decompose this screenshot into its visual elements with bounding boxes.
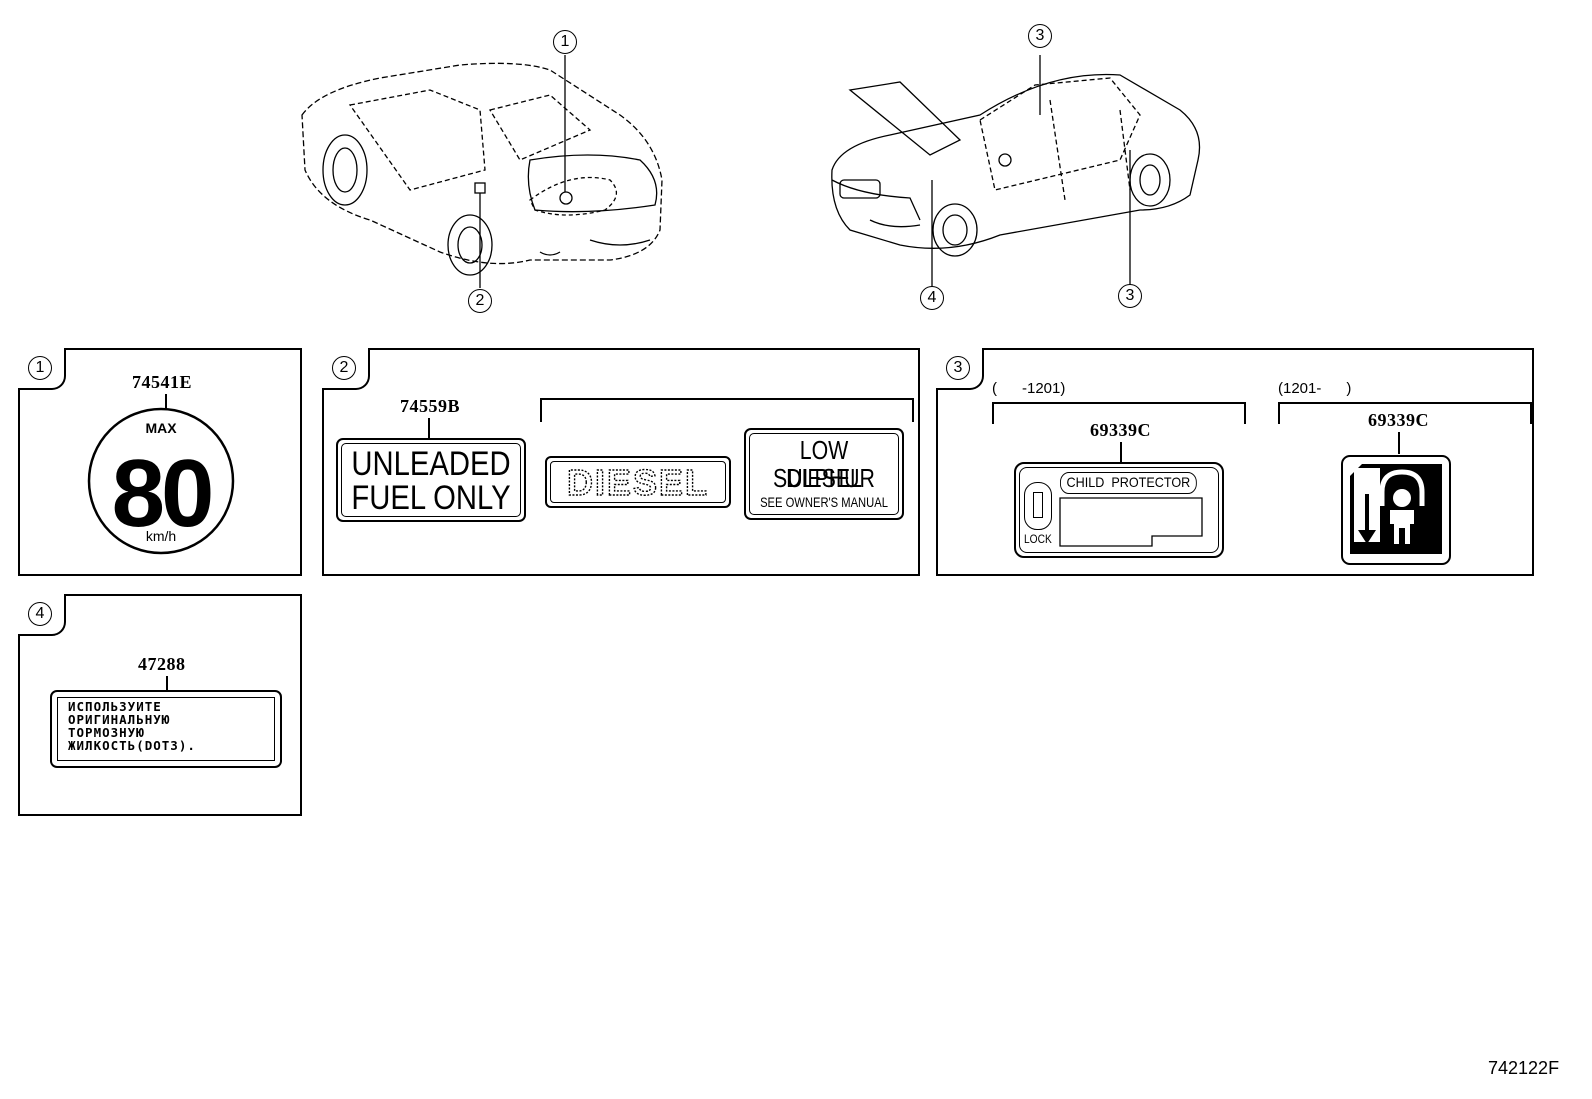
child-protector-blank-area — [1059, 497, 1203, 547]
callout-3-top: 3 — [1028, 24, 1052, 48]
rear-car-illustration — [301, 55, 663, 288]
low-sulphur-line-1: LOW SULPHUR — [773, 435, 875, 493]
panel-tab: 3 — [936, 348, 984, 390]
callout-3-bottom: 3 — [1118, 284, 1142, 308]
brake-fluid-line-4: ЖИЛКОСТЬ(DOT3). — [68, 738, 196, 753]
panel-index-1: 1 — [28, 356, 52, 380]
label-inner-border — [550, 461, 726, 503]
part-number-69339C-right: 69339C — [1368, 410, 1429, 430]
low-sulphur-line-2: DIESEL — [786, 463, 862, 493]
part-number-74559B: 74559B — [400, 396, 461, 416]
lock-switch-knob — [1033, 492, 1043, 518]
label-inner-border — [1019, 467, 1219, 553]
part-number-47288: 47288 — [138, 654, 186, 674]
label-inner-border — [57, 697, 275, 761]
figure-code: 742122F — [1488, 1058, 1560, 1078]
lock-text: LOCK — [1024, 532, 1052, 546]
leader-line — [428, 418, 430, 440]
panel-index-3: 3 — [946, 356, 970, 380]
panel-tab: 2 — [322, 348, 370, 390]
condition-after-1201: (1201- ) — [1278, 380, 1352, 397]
label-inner-border — [749, 433, 899, 515]
part-number-74541E: 74541E — [132, 372, 193, 392]
panel-tab: 4 — [18, 594, 66, 636]
svg-text:DIESEL: DIESEL — [567, 462, 709, 503]
leader-line — [1398, 432, 1400, 454]
callout-4: 4 — [920, 286, 944, 310]
callout-2: 2 — [468, 289, 492, 313]
variant-bracket — [540, 398, 914, 422]
diesel-outline-text: DIESEL — [566, 461, 709, 503]
lock-switch-slot — [1024, 482, 1052, 530]
panel-tab: 1 — [18, 348, 66, 390]
brake-fluid-line-3: ТОРМОЗНУЮ — [68, 725, 145, 740]
leader-line — [166, 676, 168, 692]
child-lock-pictogram-label — [1341, 455, 1451, 565]
speed-limit-label: MAX 80 km/h — [87, 407, 235, 555]
speed-label-max: MAX — [145, 420, 177, 436]
condition-before-1201: ( -1201) — [992, 380, 1066, 397]
brake-fluid-line-2: ОРИГИНАЛЬНУЮ — [68, 712, 171, 727]
panel-4: 4 47288 ИСПОЛЬЗУИТЕ ОРИГИНАЛЬНУЮ ТОРМОЗН… — [18, 594, 302, 816]
front-car-illustration — [831, 55, 1201, 288]
speed-label-unit: km/h — [146, 528, 176, 544]
panel-index-2: 2 — [332, 356, 356, 380]
variant-bracket-left — [992, 402, 1246, 424]
unleaded-line-2: FUEL ONLY — [351, 479, 511, 517]
panel-2: 2 74559B UNLEADED FUEL ONLY DIESEL LOW S… — [322, 348, 920, 576]
unleaded-line-1: UNLEADED — [351, 445, 511, 483]
callout-1: 1 — [553, 30, 577, 54]
low-sulphur-line-3: SEE OWNER'S MANUAL — [760, 494, 888, 510]
child-protector-title: CHILD PROTECTOR — [1060, 472, 1197, 494]
speed-label-value: 80 — [112, 440, 211, 547]
brake-fluid-line-1: ИСПОЛЬЗУИТЕ — [68, 699, 162, 714]
brake-fluid-label: ИСПОЛЬЗУИТЕ ОРИГИНАЛЬНУЮ ТОРМОЗНУЮ ЖИЛКО… — [50, 690, 282, 768]
panel-index-4: 4 — [28, 602, 52, 626]
panel-3: 3 ( -1201) 69339C CHILD PROTECTOR LOCK (… — [936, 348, 1534, 576]
diesel-label: DIESEL — [545, 456, 731, 508]
brake-fluid-text: ИСПОЛЬЗУИТЕ ОРИГИНАЛЬНУЮ ТОРМОЗНУЮ ЖИЛКО… — [68, 700, 196, 752]
leader-line — [1120, 442, 1122, 464]
variant-bracket-right — [1278, 402, 1532, 424]
low-sulphur-diesel-label: LOW SULPHUR DIESEL SEE OWNER'S MANUAL — [744, 428, 904, 520]
part-number-69339C-left: 69339C — [1090, 420, 1151, 440]
child-protector-label: CHILD PROTECTOR LOCK — [1014, 462, 1224, 558]
unleaded-fuel-label: UNLEADED FUEL ONLY — [336, 438, 526, 522]
leader-line — [165, 394, 167, 410]
label-inner-border — [341, 443, 521, 517]
panel-1: 1 74541E MAX 80 km/h — [18, 348, 302, 576]
